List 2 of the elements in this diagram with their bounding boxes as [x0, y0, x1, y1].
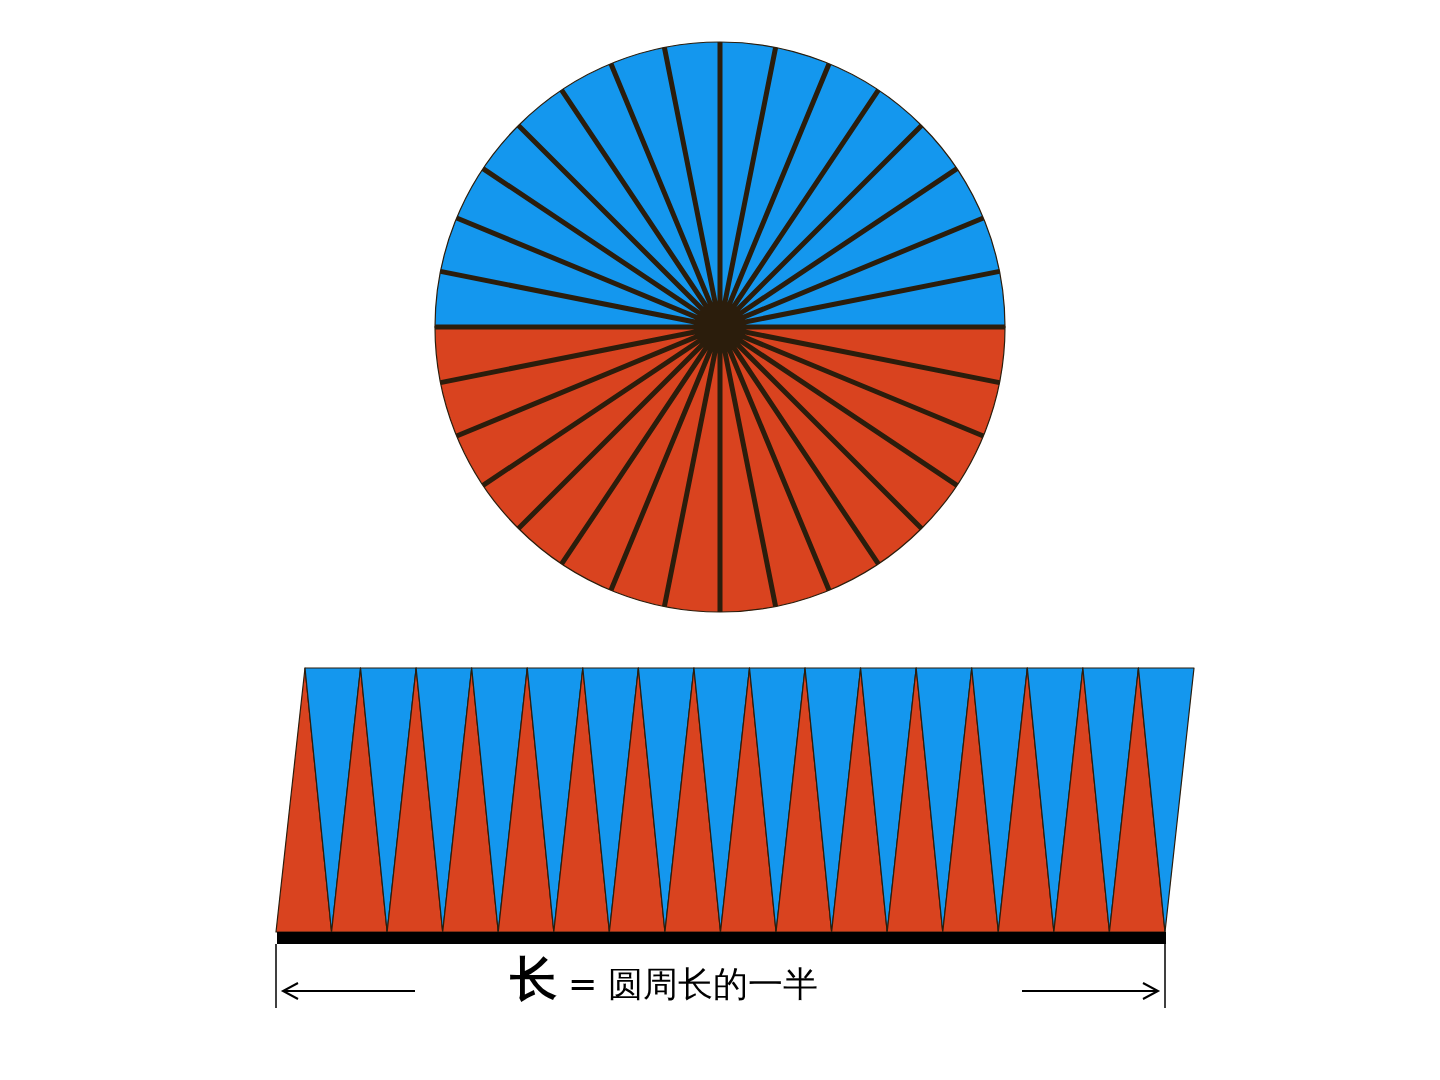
dimension-label: 长 [510, 955, 557, 1002]
dimension-label: = 圆周长的一半 [568, 967, 819, 1002]
